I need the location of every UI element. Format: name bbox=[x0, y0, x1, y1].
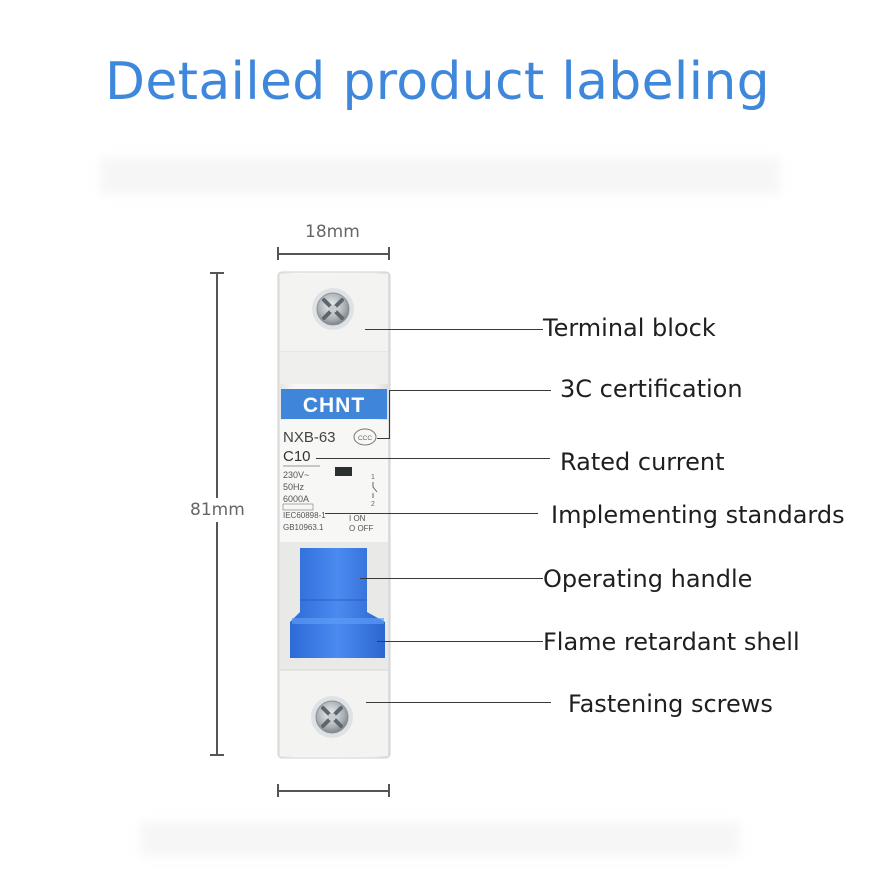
callout-fastening-screws: Fastening screws bbox=[568, 690, 773, 718]
lower-screw-icon bbox=[311, 696, 353, 738]
callout-implementing-standards: Implementing standards bbox=[551, 501, 845, 529]
off-text: O OFF bbox=[349, 524, 374, 533]
frequency-text: 50Hz bbox=[283, 482, 305, 492]
width-dimension-label: 18mm bbox=[305, 222, 360, 242]
on-text: I ON bbox=[349, 514, 366, 523]
standard-1-text: IEC60898-1 bbox=[283, 511, 326, 520]
width-dimension-tick-right bbox=[388, 247, 390, 260]
callout-flame-retardant-shell: Flame retardant shell bbox=[543, 628, 800, 656]
leader-handle bbox=[360, 578, 543, 579]
callout-terminal-block: Terminal block bbox=[543, 314, 716, 342]
rating-text: C10 bbox=[283, 448, 311, 465]
svg-text:CCC: CCC bbox=[358, 435, 372, 442]
callout-3c-certification: 3C certification bbox=[560, 375, 743, 403]
bottom-dimension-tick-left bbox=[277, 784, 279, 797]
capacity-text: 6000A bbox=[283, 494, 309, 504]
leader-terminal-block bbox=[365, 329, 543, 330]
svg-text:1: 1 bbox=[371, 474, 375, 481]
background-haze-top bbox=[100, 158, 780, 194]
callout-operating-handle: Operating handle bbox=[543, 565, 753, 593]
leader-rated-current bbox=[316, 458, 550, 459]
standard-2-text: GB10963.1 bbox=[283, 523, 324, 532]
ccc-mark-icon: CCC bbox=[353, 428, 377, 446]
background-haze-bottom bbox=[140, 822, 740, 856]
bottom-dimension-line bbox=[277, 790, 390, 792]
height-dimension-tick-top bbox=[210, 272, 224, 274]
callout-rated-current: Rated current bbox=[560, 448, 725, 476]
brand-label bbox=[281, 389, 387, 419]
brand-text: CHNT bbox=[303, 394, 365, 417]
model-text: NXB-63 bbox=[283, 429, 336, 446]
svg-text:2: 2 bbox=[371, 501, 375, 508]
leader-screws bbox=[366, 702, 551, 703]
upper-screw-icon bbox=[312, 288, 354, 330]
operating-handle bbox=[290, 548, 385, 658]
height-dimension-tick-bottom bbox=[210, 754, 224, 756]
page-title: Detailed product labeling bbox=[105, 52, 770, 112]
height-dimension-label: 81mm bbox=[190, 498, 245, 522]
leader-standards bbox=[325, 513, 538, 514]
status-window bbox=[335, 467, 352, 476]
leader-shell bbox=[377, 641, 543, 642]
voltage-text: 230V~ bbox=[283, 470, 309, 480]
leader-cert-top bbox=[389, 390, 551, 391]
leader-cert-bottom bbox=[377, 438, 390, 439]
leader-cert-vertical bbox=[389, 390, 390, 438]
width-dimension-line bbox=[277, 253, 390, 255]
width-dimension-tick-left bbox=[277, 247, 279, 260]
bottom-dimension-tick-right bbox=[388, 784, 390, 797]
info-panel bbox=[280, 420, 388, 542]
